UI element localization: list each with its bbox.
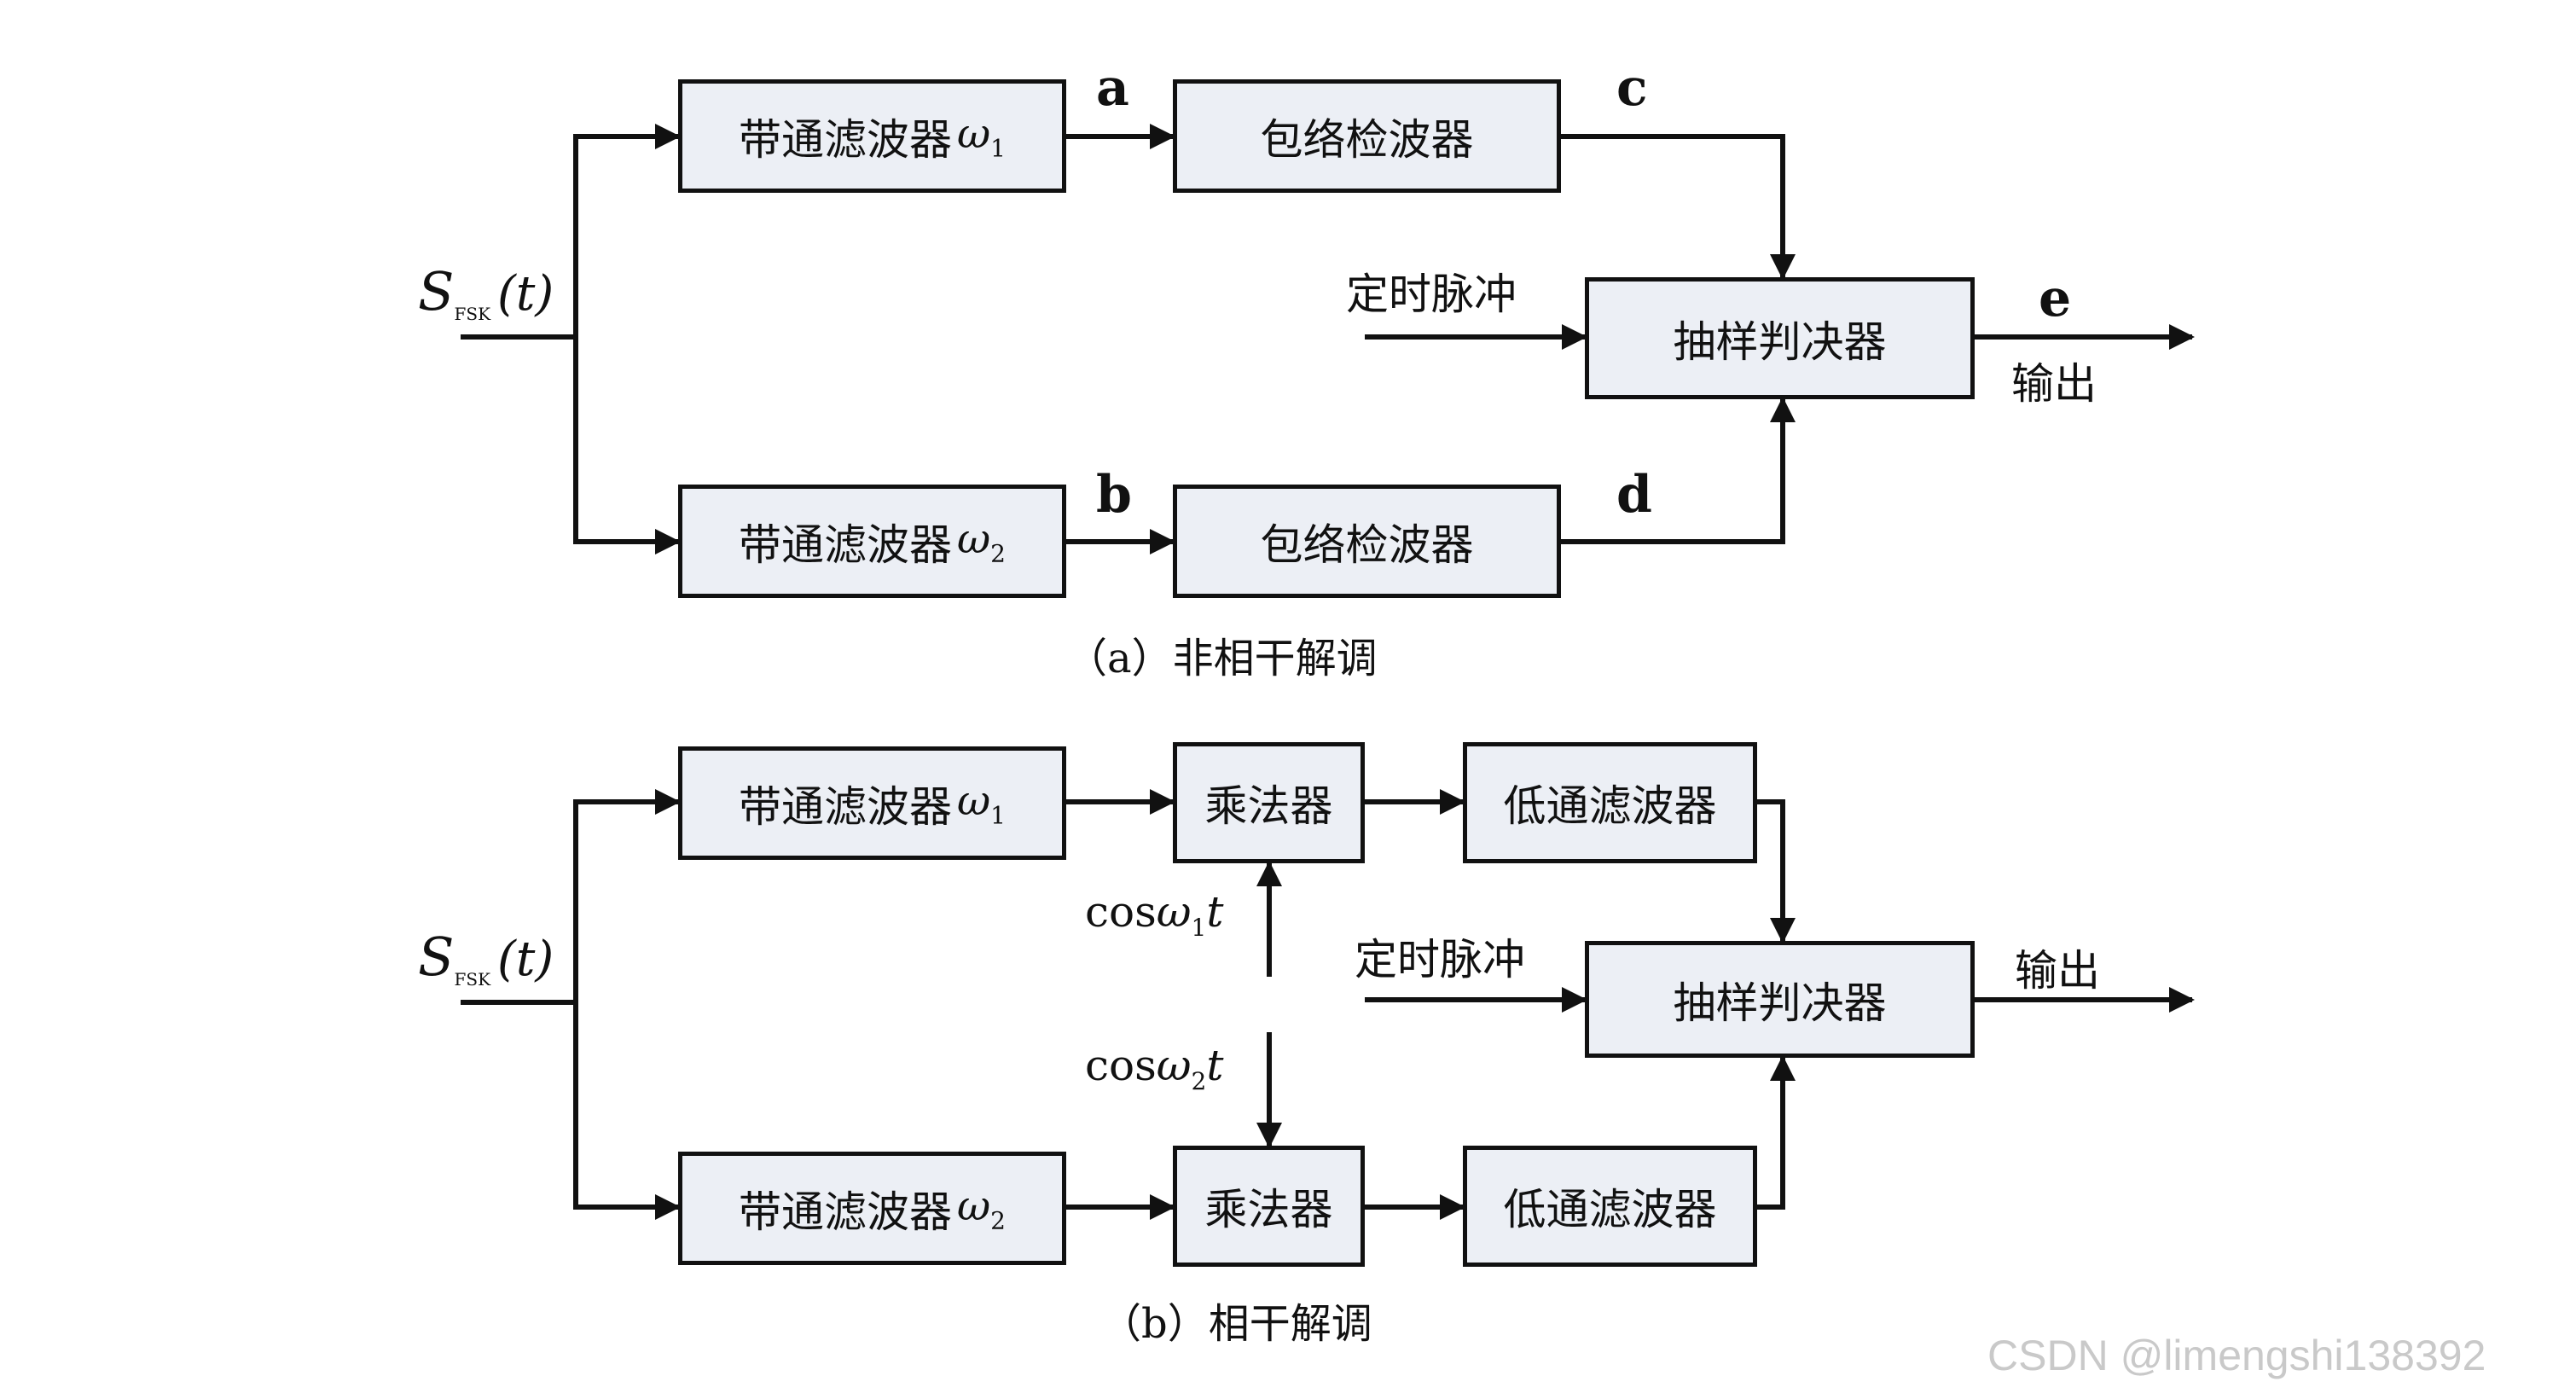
omega-symbol: ω1 [957, 109, 1006, 163]
box-label: 包络检波器 [1260, 114, 1474, 165]
box-label: 带通滤波器 [739, 781, 953, 832]
caption-a: （a）非相干解调 [1066, 635, 1378, 682]
timing-pulse-label-b: 定时脉冲 [1355, 935, 1525, 984]
sampling-decision-b: 抽样判决器 [1585, 941, 1975, 1058]
box-label: 带通滤波器 [739, 1187, 953, 1237]
box-label: 乘法器 [1204, 1185, 1333, 1234]
envelope-detector-1: 包络检波器 [1173, 79, 1561, 193]
carrier-2-label: cosω2t [1085, 1041, 1224, 1095]
box-label: 低通滤波器 [1503, 781, 1717, 831]
sampling-decision-a: 抽样判决器 [1585, 277, 1975, 399]
point-c-label: c [1616, 58, 1648, 118]
box-label: 带通滤波器 [739, 520, 953, 570]
multiplier-2: 乘法器 [1173, 1146, 1365, 1267]
point-e-label: e [2039, 269, 2072, 328]
carrier-1-label: cosω1t [1085, 887, 1224, 942]
output-label-a: 输出 [2011, 359, 2097, 409]
watermark: CSDN @limengshi138392 [1987, 1332, 2486, 1379]
box-label: 低通滤波器 [1503, 1185, 1717, 1234]
omega-symbol: ω2 [957, 514, 1006, 568]
envelope-detector-2: 包络检波器 [1173, 485, 1561, 598]
lowpass-filter-1: 低通滤波器 [1463, 742, 1757, 863]
box-label: 带通滤波器 [739, 114, 953, 165]
omega-symbol: ω2 [957, 1181, 1006, 1235]
timing-pulse-label-a: 定时脉冲 [1346, 270, 1517, 319]
box-label: 乘法器 [1204, 781, 1333, 831]
box-label: 抽样判决器 [1673, 316, 1887, 367]
multiplier-1: 乘法器 [1173, 742, 1365, 863]
point-d-label: d [1616, 465, 1652, 525]
input-signal-a: SFSK(t) [418, 260, 554, 325]
input-signal-b: SFSK(t) [418, 926, 554, 990]
point-a-label: a [1096, 58, 1129, 118]
box-label: 抽样判决器 [1673, 978, 1887, 1028]
output-label-b: 输出 [2015, 946, 2100, 996]
caption-b: （b）相干解调 [1100, 1300, 1372, 1348]
box-label: 包络检波器 [1260, 520, 1474, 570]
omega-symbol: ω1 [957, 776, 1006, 830]
point-b-label: b [1096, 465, 1132, 525]
lowpass-filter-2: 低通滤波器 [1463, 1146, 1757, 1267]
